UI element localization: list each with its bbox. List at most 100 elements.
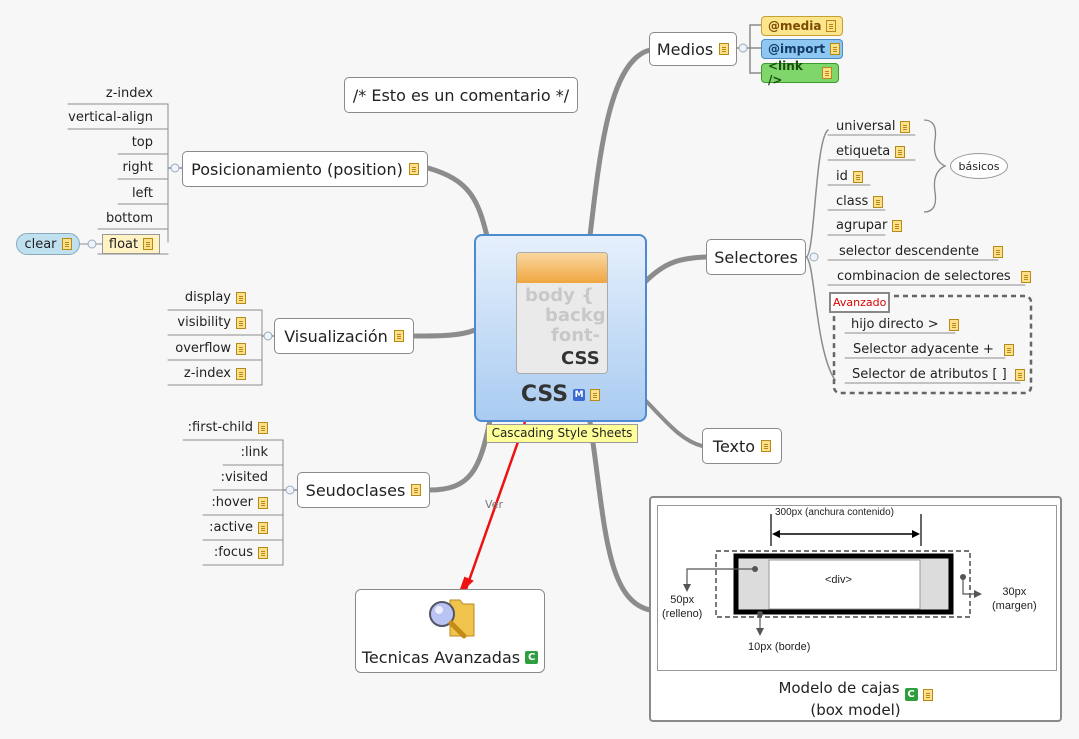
width-label: 300px (anchura contenido) — [775, 507, 894, 518]
leaf-label: display — [184, 290, 231, 305]
note-icon[interactable] — [822, 67, 832, 79]
leaf-label: visibility — [177, 315, 231, 330]
note-icon[interactable] — [411, 484, 422, 496]
tecnicas-topic[interactable]: Tecnicas Avanzadas C — [355, 589, 545, 673]
selectores-label: Selectores — [714, 247, 798, 267]
note-icon[interactable] — [393, 330, 404, 342]
padding-name: (relleno) — [662, 608, 703, 620]
pseudo-visited[interactable]: :visited — [150, 470, 268, 485]
central-title-row: CSS M — [476, 382, 645, 407]
note-icon[interactable] — [922, 688, 933, 701]
position-right[interactable]: right — [60, 160, 153, 175]
note-icon[interactable] — [993, 245, 1004, 258]
leaf-label: universal — [836, 119, 896, 134]
file-icon-text-2: backg — [545, 305, 606, 326]
selector-hijo-directo[interactable]: hijo directo > — [851, 317, 959, 332]
posicionamiento-topic[interactable]: Posicionamiento (position) — [182, 151, 428, 187]
leaf-label: combinacion de selectores — [837, 269, 1011, 284]
note-icon[interactable] — [258, 521, 268, 534]
note-icon[interactable] — [900, 120, 911, 133]
leaf-label: Selector adyacente + — [853, 342, 994, 357]
note-icon[interactable] — [236, 316, 246, 329]
leaf-label: :visited — [220, 470, 268, 485]
visual-visibility[interactable]: visibility — [150, 315, 246, 330]
marker-icon[interactable]: C — [904, 688, 918, 701]
selector-id[interactable]: id — [836, 169, 863, 184]
note-icon[interactable] — [61, 238, 72, 250]
file-icon-text-3: font- — [551, 325, 601, 346]
float-clear[interactable]: clear — [16, 233, 80, 255]
note-icon[interactable] — [1020, 270, 1031, 283]
position-left[interactable]: left — [60, 186, 153, 201]
pseudo-focus[interactable]: :focus — [150, 545, 268, 560]
note-icon[interactable] — [852, 170, 863, 183]
note-icon[interactable] — [236, 291, 246, 304]
note-icon[interactable] — [826, 20, 837, 32]
basicos-callout[interactable]: básicos — [950, 153, 1008, 179]
note-icon[interactable] — [895, 145, 906, 158]
note-icon[interactable] — [948, 318, 959, 331]
visualizacion-topic[interactable]: Visualización — [274, 318, 414, 354]
link-item[interactable]: <link /> — [761, 59, 839, 87]
visual-display[interactable]: display — [150, 290, 246, 305]
pseudo-link[interactable]: :link — [150, 445, 268, 460]
position-float[interactable]: float — [102, 234, 160, 254]
note-icon[interactable] — [761, 440, 772, 452]
leaf-label: class — [836, 194, 869, 209]
seudoclases-topic[interactable]: Seudoclases — [297, 472, 430, 508]
note-icon[interactable] — [590, 388, 601, 401]
modelo-subtitle: (box model) — [810, 701, 901, 719]
pseudo-active[interactable]: :active — [150, 520, 268, 535]
media-item[interactable]: @media — [761, 16, 843, 36]
leaf-label: clear — [24, 236, 57, 252]
padding-value: 50px — [670, 594, 695, 606]
note-icon[interactable] — [873, 195, 884, 208]
leaf-label: right — [122, 160, 153, 175]
position-vertical-align[interactable]: vertical-align — [60, 110, 153, 125]
position-z-index[interactable]: z-index — [60, 86, 153, 101]
note-icon[interactable] — [258, 421, 268, 434]
leaf-label: top — [131, 135, 153, 150]
selector-adyacente[interactable]: Selector adyacente + — [853, 342, 1014, 357]
import-item[interactable]: @import — [761, 39, 843, 59]
selector-class[interactable]: class — [836, 194, 884, 209]
position-top[interactable]: top — [60, 135, 153, 150]
position-bottom[interactable]: bottom — [60, 211, 153, 226]
selector-etiqueta[interactable]: etiqueta — [836, 144, 906, 159]
selectores-topic[interactable]: Selectores — [706, 239, 806, 275]
selector-descendente[interactable]: selector descendente — [839, 244, 1004, 259]
leaf-label: :focus — [213, 545, 253, 560]
note-icon[interactable] — [830, 43, 841, 55]
comment-box[interactable]: /* Esto es un comentario */ — [344, 77, 578, 113]
note-icon[interactable] — [408, 163, 419, 175]
note-icon[interactable] — [892, 219, 903, 232]
modelo-label: Modelo de cajas C (box model) — [651, 676, 1060, 720]
avanzado-label: Avanzado — [829, 292, 891, 313]
selector-agrupar[interactable]: agrupar — [836, 218, 903, 233]
texto-topic[interactable]: Texto — [702, 428, 782, 464]
selector-universal[interactable]: universal — [836, 119, 911, 134]
note-icon[interactable] — [1003, 343, 1014, 356]
note-icon[interactable] — [1014, 368, 1025, 381]
visual-overflow[interactable]: overflow — [150, 341, 246, 356]
leaf-label: vertical-align — [68, 110, 153, 125]
medios-topic[interactable]: Medios — [649, 32, 737, 66]
selector-atributos[interactable]: Selector de atributos [ ] — [852, 367, 1025, 382]
note-icon[interactable] — [236, 367, 246, 380]
pseudo-hover[interactable]: :hover — [150, 495, 268, 510]
modelo-topic[interactable]: 300px (anchura contenido) <div> 50px (re… — [649, 496, 1062, 722]
leaf-label: hijo directo > — [851, 317, 939, 332]
note-icon[interactable] — [258, 496, 268, 509]
note-icon[interactable] — [143, 238, 154, 250]
central-topic[interactable]: body { backg font- CSS CSS M — [474, 234, 647, 422]
leaf-label: id — [836, 169, 848, 184]
pseudo-first-child[interactable]: :first-child — [150, 420, 268, 435]
marker-icon[interactable]: C — [525, 651, 539, 664]
css-file-icon: body { backg font- CSS — [516, 252, 608, 374]
visual-z-index[interactable]: z-index — [150, 366, 246, 381]
note-icon[interactable] — [236, 342, 246, 355]
note-icon[interactable] — [258, 546, 268, 559]
note-icon[interactable] — [719, 43, 730, 55]
marker-icon[interactable]: M — [573, 388, 586, 401]
selector-combinacion[interactable]: combinacion de selectores — [837, 269, 1031, 284]
